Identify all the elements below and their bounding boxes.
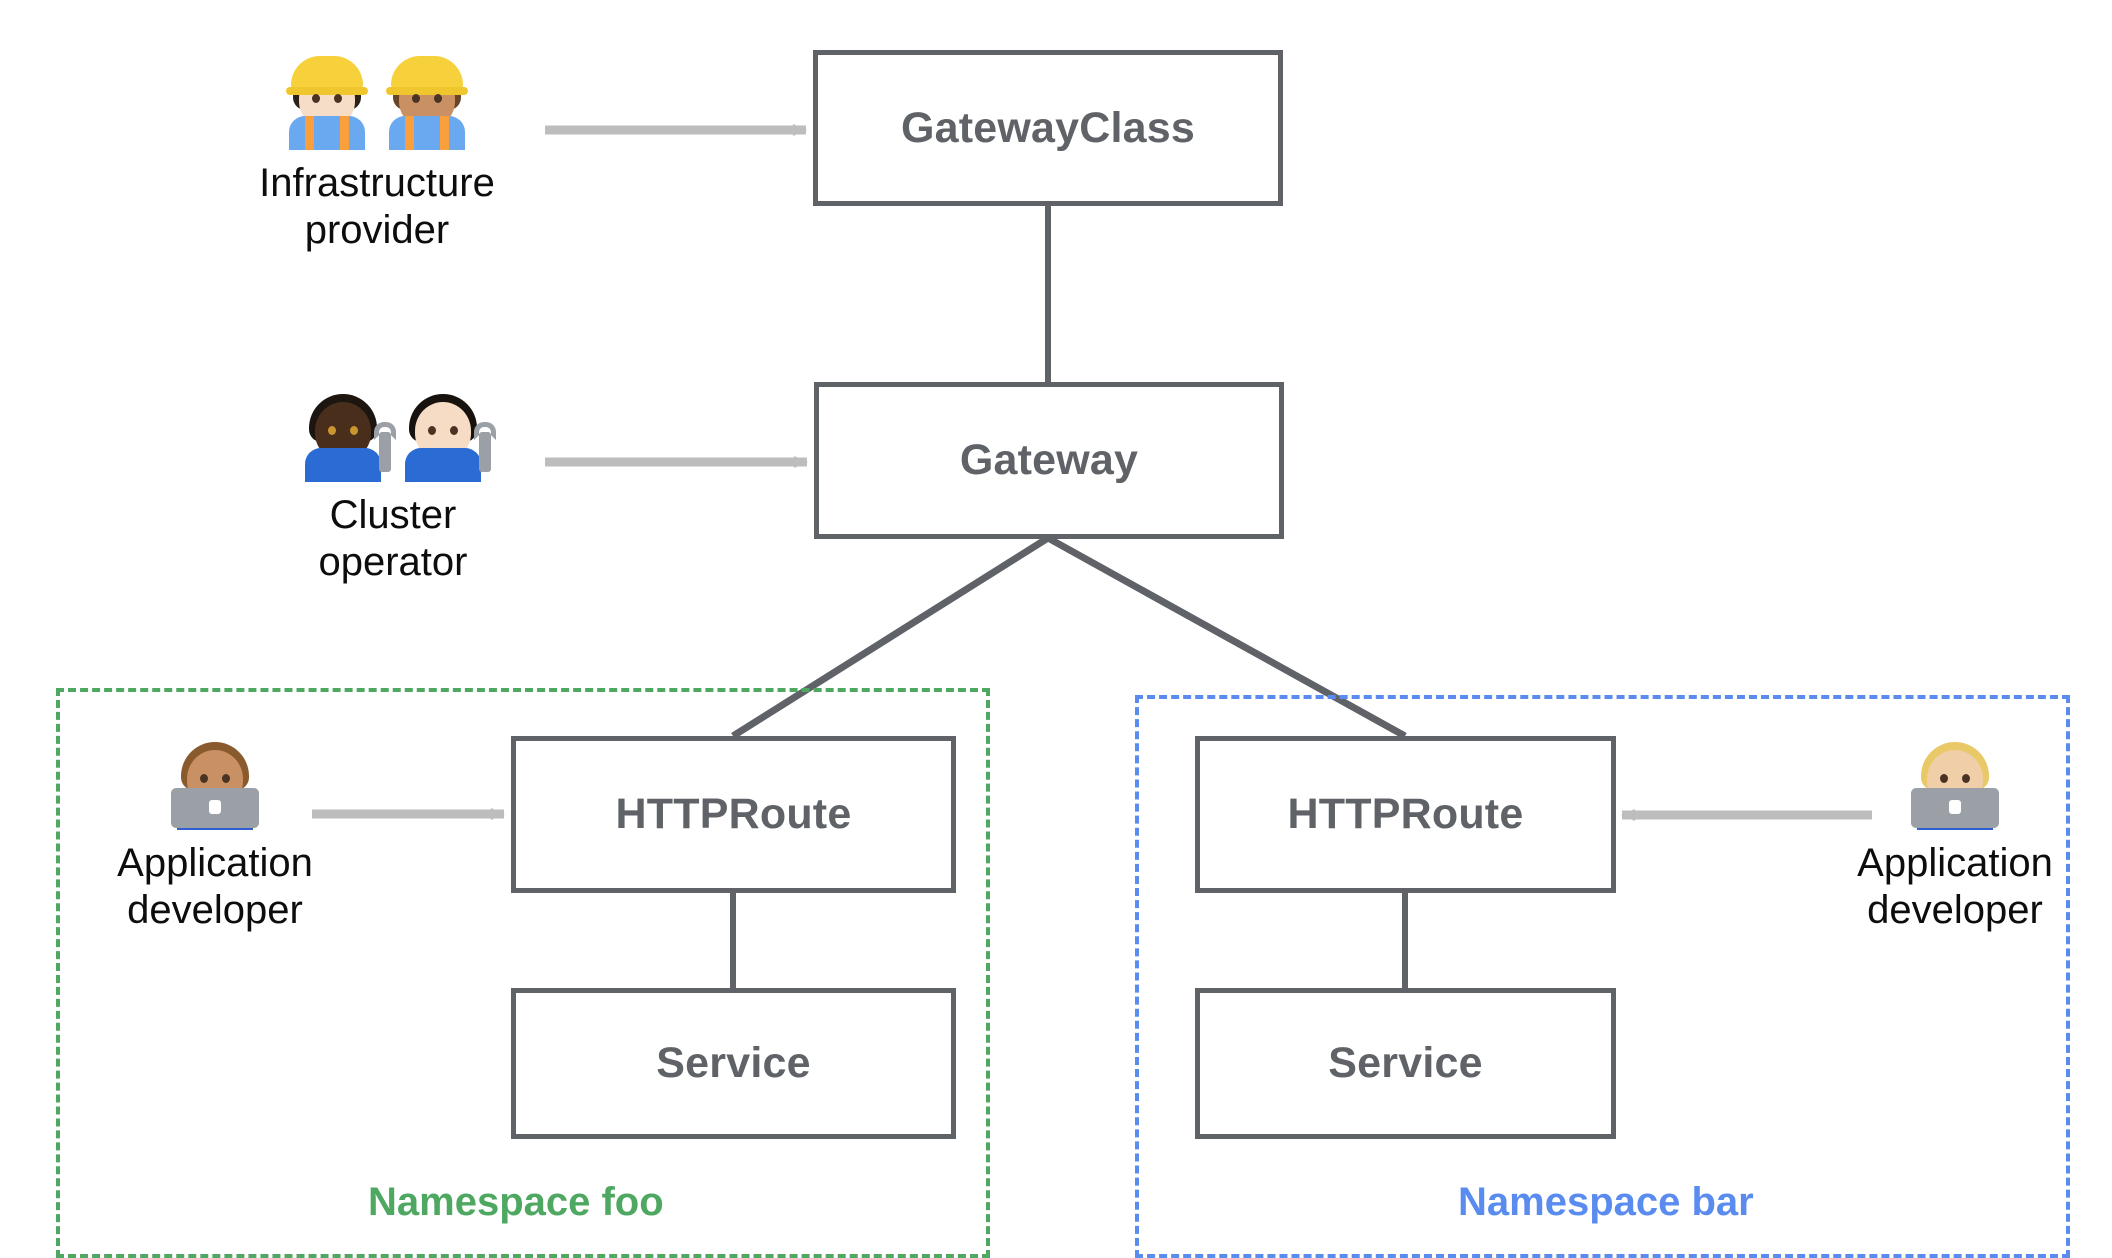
gateway-box[interactable]: Gateway — [814, 382, 1284, 539]
construction-worker-icon-1 — [281, 50, 373, 150]
persona-application-developer-foo: Application developer — [100, 730, 330, 934]
mechanic-pair-icon — [297, 382, 496, 482]
persona-application-developer-foo-label: Application developer — [117, 841, 313, 933]
gateway-label: Gateway — [959, 436, 1139, 484]
persona-application-developer-bar: Application developer — [1840, 730, 2070, 934]
namespace-bar-label: Namespace bar — [1458, 1180, 1754, 1224]
httproute-foo-box[interactable]: HTTPRoute — [511, 736, 956, 893]
gatewayclass-box[interactable]: GatewayClass — [813, 50, 1283, 206]
namespace-foo-label: Namespace foo — [368, 1180, 664, 1224]
construction-worker-pair-icon — [281, 50, 473, 150]
technologist-icon — [1909, 730, 2001, 830]
service-foo-box[interactable]: Service — [511, 988, 956, 1139]
service-bar-box[interactable]: Service — [1195, 988, 1616, 1139]
mechanic-icon-1 — [297, 382, 396, 482]
service-foo-label: Service — [656, 1039, 811, 1087]
persona-infrastructure-provider: Infrastructure provider — [232, 50, 522, 254]
technologist-icon-foo — [169, 730, 261, 830]
persona-cluster-operator-label: Cluster operator — [318, 493, 468, 585]
service-bar-label: Service — [1328, 1039, 1483, 1087]
persona-application-developer-bar-label: Application developer — [1857, 841, 2053, 933]
mechanic-icon-2 — [397, 382, 496, 482]
construction-worker-icon-2 — [381, 50, 473, 150]
technologist-icon-bar — [1909, 730, 2001, 830]
namespace-foo-container — [56, 688, 990, 1258]
httproute-foo-label: HTTPRoute — [615, 790, 852, 838]
gatewayclass-label: GatewayClass — [900, 103, 1195, 152]
persona-infrastructure-provider-label: Infrastructure provider — [259, 161, 495, 253]
persona-cluster-operator: Cluster operator — [268, 382, 518, 586]
httproute-bar-box[interactable]: HTTPRoute — [1195, 736, 1616, 893]
technologist-icon — [169, 730, 261, 830]
httproute-bar-label: HTTPRoute — [1287, 790, 1524, 838]
namespace-bar-container — [1135, 695, 2070, 1258]
